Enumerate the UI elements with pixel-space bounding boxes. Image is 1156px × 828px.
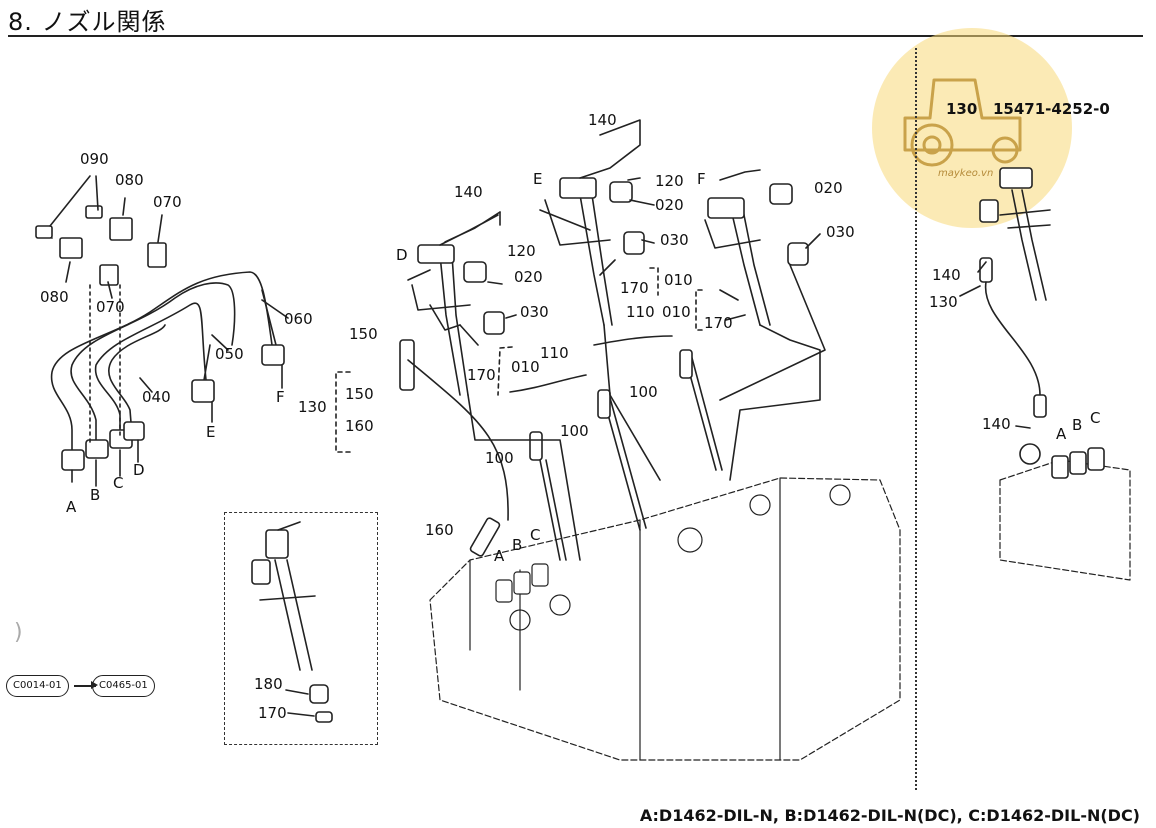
- watermark-text: maykeo.vn: [938, 168, 994, 179]
- label-020: 020: [514, 268, 543, 286]
- label-100: 100: [485, 449, 514, 467]
- pipe-nuts: [61, 344, 285, 471]
- label-080: 080: [40, 288, 69, 306]
- label-b: B: [90, 486, 101, 504]
- label-170: 170: [467, 366, 496, 384]
- title-rule: [8, 35, 1143, 37]
- label-030: 030: [520, 303, 549, 321]
- label-c: C: [530, 526, 541, 544]
- label-c: C: [1090, 409, 1101, 427]
- tractor-icon: [903, 78, 1022, 167]
- label-160: 160: [345, 417, 374, 435]
- label-020: 020: [655, 196, 684, 214]
- label-150: 150: [345, 385, 374, 403]
- label-030: 030: [660, 231, 689, 249]
- label-b: B: [512, 536, 523, 554]
- label-140: 140: [588, 111, 617, 129]
- label-010: 010: [662, 303, 691, 321]
- label-120: 120: [507, 242, 536, 260]
- label-040: 040: [142, 388, 171, 406]
- injection-pipes: [50, 271, 277, 456]
- label-150: 150: [349, 325, 378, 343]
- injector-d: [407, 211, 501, 396]
- label-c: C: [113, 474, 124, 492]
- label-070: 070: [96, 298, 125, 316]
- label-120: 120: [655, 172, 684, 190]
- ref-bubble: C0465-01: [92, 675, 155, 697]
- label-f: F: [697, 170, 706, 188]
- label-140: 140: [982, 415, 1011, 433]
- label-e: E: [206, 423, 216, 441]
- label-090: 090: [80, 150, 109, 168]
- label-130: 130: [929, 293, 958, 311]
- label-020: 020: [814, 179, 843, 197]
- label-d: D: [133, 461, 145, 479]
- label-e: E: [533, 170, 543, 188]
- label-a: A: [494, 547, 505, 565]
- injector-f: [704, 169, 771, 326]
- label-170: 170: [258, 704, 287, 722]
- label-130: 130: [298, 398, 327, 416]
- label-110: 110: [540, 344, 569, 362]
- inset-box: [224, 512, 378, 745]
- glow-plugs: [529, 349, 723, 561]
- label-a: A: [66, 498, 77, 516]
- label-060: 060: [284, 310, 313, 328]
- label-070: 070: [153, 193, 182, 211]
- nozzle-holders: [399, 181, 809, 557]
- right-section: [959, 167, 1131, 581]
- scan-mark: ): [14, 620, 23, 645]
- label-100: 100: [560, 422, 589, 440]
- injector-e: [539, 119, 641, 326]
- label-f: F: [276, 388, 285, 406]
- ref-bubble: C0014-01: [6, 675, 69, 697]
- label-160: 160: [425, 521, 454, 539]
- label-180: 180: [254, 675, 283, 693]
- label-170: 170: [704, 314, 733, 332]
- label-010: 010: [511, 358, 540, 376]
- inset-injector: [251, 521, 333, 723]
- label-030: 030: [826, 223, 855, 241]
- label-110: 110: [626, 303, 655, 321]
- section-divider: [915, 48, 917, 790]
- label-140: 140: [932, 266, 961, 284]
- model-footer: A:D1462-DIL-N, B:D1462-DIL-N(DC), C:D146…: [639, 806, 1140, 825]
- label-140: 140: [454, 183, 483, 201]
- label-170: 170: [620, 279, 649, 297]
- page-title: 8. ノズル関係: [8, 8, 167, 36]
- label-b: B: [1072, 416, 1083, 434]
- cylinder-head: [429, 477, 901, 761]
- label-050: 050: [215, 345, 244, 363]
- label-a: A: [1056, 425, 1067, 443]
- label-d: D: [396, 246, 408, 264]
- pipe-clamps: [35, 205, 167, 286]
- label-080: 080: [115, 171, 144, 189]
- label-010: 010: [664, 271, 693, 289]
- label-100: 100: [629, 383, 658, 401]
- part-note: 130 15471-4252-0: [946, 100, 1110, 118]
